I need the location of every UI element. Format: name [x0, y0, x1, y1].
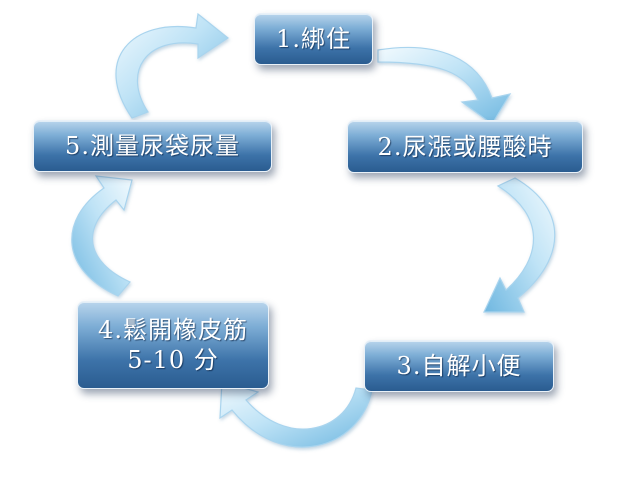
step-4-label-line-1: 4.鬆開橡皮筋 — [98, 316, 248, 344]
step-4-label-line-2: 5-10 分 — [127, 346, 219, 374]
arrow-step2-to-step3 — [483, 177, 556, 313]
step-box-3: 3.自解小便 — [364, 340, 554, 392]
step-box-1: 1.綁住 — [254, 13, 373, 65]
arrow-step5-to-step1 — [115, 12, 230, 119]
step-box-4: 4.鬆開橡皮筋 5-10 分 — [77, 301, 269, 389]
step-box-2: 2.尿漲或腰酸時 — [347, 120, 583, 173]
arrow-step1-to-step2 — [377, 46, 512, 125]
arrow-step3-to-step4 — [219, 381, 373, 448]
arrow-step4-to-step5 — [71, 175, 133, 297]
step-1-label: 1.綁住 — [276, 25, 351, 53]
step-5-label: 5.測量尿袋尿量 — [65, 132, 240, 160]
step-box-5: 5.測量尿袋尿量 — [33, 120, 272, 172]
step-3-label: 3.自解小便 — [396, 352, 522, 380]
step-2-label: 2.尿漲或腰酸時 — [377, 132, 553, 161]
